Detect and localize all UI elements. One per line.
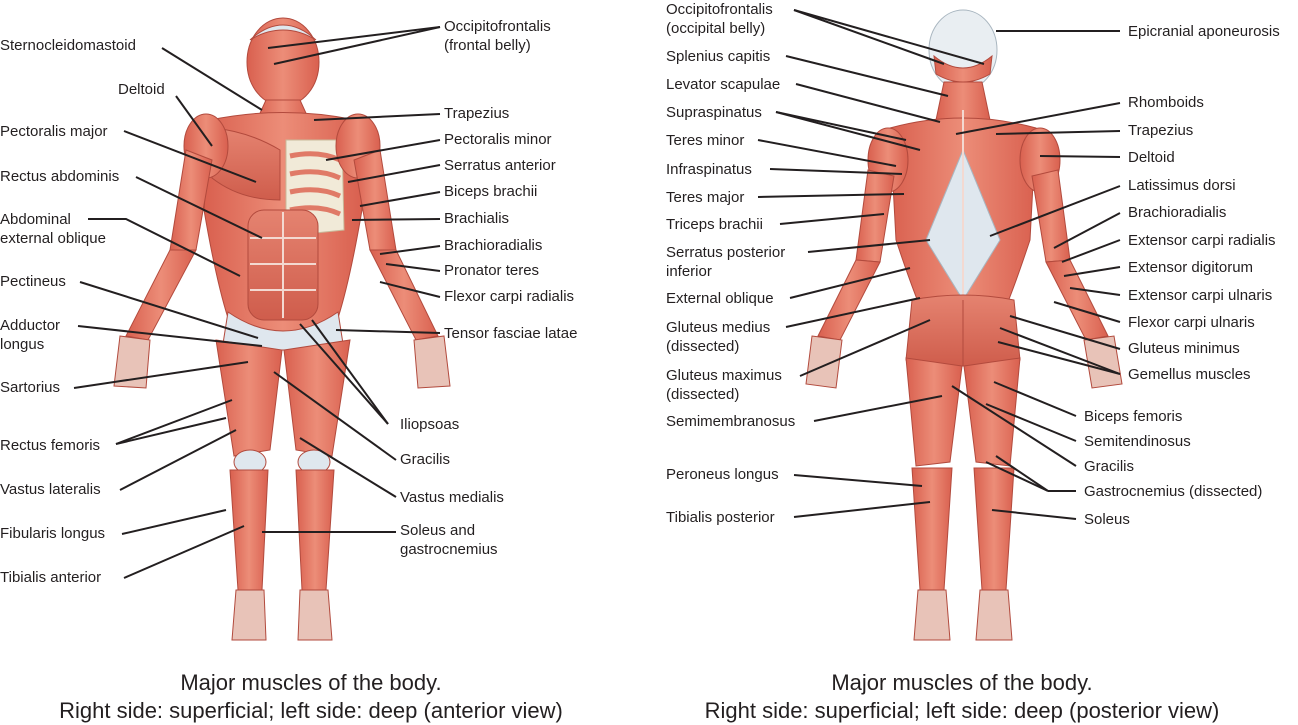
posterior-right-hand [1083, 335, 1123, 389]
label-infraspinatus: Infraspinatus [666, 161, 752, 178]
label-brachioradialis-posterior: Brachioradialis [1128, 204, 1227, 221]
label-external-oblique: External oblique [666, 290, 774, 307]
label-semitendinosus: Semitendinosus [1084, 433, 1191, 450]
label-teres-minor: Teres minor [666, 132, 745, 149]
label-sartorius: Sartorius [0, 379, 61, 396]
label-levator-scapulae: Levator scapulae [666, 76, 781, 93]
posterior-caption-line2: Right side: superficial; left side: deep… [704, 698, 1220, 723]
label-teres-major: Teres major [666, 189, 745, 206]
label-triceps-brachii: Triceps brachii [666, 216, 763, 233]
anterior-caption: Major muscles of the body. Right side: s… [20, 669, 602, 725]
label-iliopsoas: Iliopsoas [400, 416, 460, 433]
label-rectus-femoris: Rectus femoris [0, 437, 101, 454]
label-gemellus-muscles: Gemellus muscles [1128, 366, 1251, 383]
label-gastrocnemius-dissected: Gastrocnemius (dissected) [1084, 483, 1263, 500]
anterior-pectoral [211, 127, 281, 201]
anterior-right-hand [413, 335, 451, 389]
posterior-left-hand [805, 335, 843, 389]
label-extensor-carpi-radialis: Extensor carpi radialis [1128, 232, 1276, 249]
posterior-left-thigh [905, 357, 963, 467]
label-biceps-brachii: Biceps brachii [444, 183, 538, 200]
posterior-caption-line1: Major muscles of the body. [831, 670, 1093, 695]
label-flexor-carpi-ulnaris: Flexor carpi ulnaris [1128, 314, 1255, 331]
posterior-body [805, 9, 1123, 641]
label-vastus-medialis: Vastus medialis [400, 489, 504, 506]
label-semimembranosus: Semimembranosus [666, 413, 796, 430]
posterior-right-arm [1031, 169, 1071, 263]
label-pectoralis-minor: Pectoralis minor [444, 131, 552, 148]
label-supraspinatus: Supraspinatus [666, 104, 762, 121]
anterior-left-hand [113, 335, 151, 389]
label-sternocleidomastoid: Sternocleidomastoid [0, 37, 136, 54]
label-gracilis-posterior: Gracilis [1084, 458, 1135, 475]
label-trapezius-anterior: Trapezius [444, 105, 510, 122]
label-occipitofrontalis-frontal: Occipitofrontalis (frontal belly) [444, 18, 551, 54]
posterior-caption: Major muscles of the body. Right side: s… [662, 669, 1262, 725]
anterior-right-leg [295, 469, 335, 591]
label-serratus-posterior-inferior: Serratus posterior inferior [666, 244, 786, 280]
label-biceps-femoris: Biceps femoris [1084, 408, 1183, 425]
label-extensor-digitorum: Extensor digitorum [1128, 259, 1254, 276]
label-fibularis-longus: Fibularis longus [0, 525, 106, 542]
label-deltoid: Deltoid [118, 81, 165, 98]
label-gluteus-medius: Gluteus medius (dissected) [666, 319, 771, 355]
anterior-skull-cap [249, 24, 317, 41]
posterior-occipital [933, 54, 993, 83]
label-trapezius-posterior: Trapezius [1128, 122, 1194, 139]
label-gracilis-anterior: Gracilis [400, 451, 451, 468]
anterior-body [113, 17, 451, 641]
posterior-right-leg [973, 467, 1015, 591]
anterior-caption-line2: Right side: superficial; left side: deep… [59, 698, 563, 723]
label-tibialis-anterior: Tibialis anterior [0, 569, 102, 586]
label-occipitofrontalis-occipital: Occipitofrontalis (occipital belly) [666, 1, 773, 37]
label-deltoid-posterior: Deltoid [1128, 149, 1175, 166]
anterior-leader-lines [73, 26, 441, 579]
label-peroneus-longus: Peroneus longus [666, 466, 779, 483]
label-gluteus-maximus: Gluteus maximus (dissected) [666, 367, 782, 403]
label-adductor-longus: Adductor longus [0, 317, 61, 353]
label-soleus-posterior: Soleus [1084, 511, 1130, 528]
label-gluteus-minimus: Gluteus minimus [1128, 340, 1240, 357]
anterior-right-foot [297, 589, 333, 641]
label-splenius-capitis: Splenius capitis [666, 48, 771, 65]
label-flexor-carpi-radialis: Flexor carpi radialis [444, 288, 575, 305]
posterior-leader-lines [757, 9, 1121, 520]
label-tensor-fasciae-latae: Tensor fasciae latae [444, 325, 578, 342]
anterior-caption-line1: Major muscles of the body. [180, 670, 442, 695]
label-pronator-teres: Pronator teres [444, 262, 540, 279]
label-latissimus-dorsi: Latissimus dorsi [1128, 177, 1236, 194]
label-extensor-carpi-ulnaris: Extensor carpi ulnaris [1128, 287, 1273, 304]
anterior-left-thigh [215, 339, 283, 457]
label-soleus-gastrocnemius: Soleus and gastrocnemius [400, 522, 498, 558]
posterior-left-forearm [817, 259, 881, 341]
label-pectoralis-major: Pectoralis major [0, 123, 108, 140]
label-abdominal-external-oblique: Abdominal external oblique [0, 211, 106, 247]
label-tibialis-posterior: Tibialis posterior [666, 509, 775, 526]
anterior-right-forearm [369, 249, 439, 341]
anterior-left-forearm [125, 249, 197, 341]
label-serratus-anterior: Serratus anterior [444, 157, 556, 174]
label-pectineus: Pectineus [0, 273, 66, 290]
label-epicranial-aponeurosis: Epicranial aponeurosis [1128, 23, 1280, 40]
label-rectus-abdominis: Rectus abdominis [0, 168, 120, 185]
label-brachialis: Brachialis [444, 210, 510, 227]
posterior-right-foot [975, 589, 1013, 641]
label-vastus-lateralis: Vastus lateralis [0, 481, 101, 498]
posterior-right-forearm [1045, 259, 1109, 341]
label-brachioradialis-anterior: Brachioradialis [444, 237, 543, 254]
posterior-left-foot [913, 589, 951, 641]
label-rhomboids: Rhomboids [1128, 94, 1204, 111]
anterior-left-foot [231, 589, 267, 641]
